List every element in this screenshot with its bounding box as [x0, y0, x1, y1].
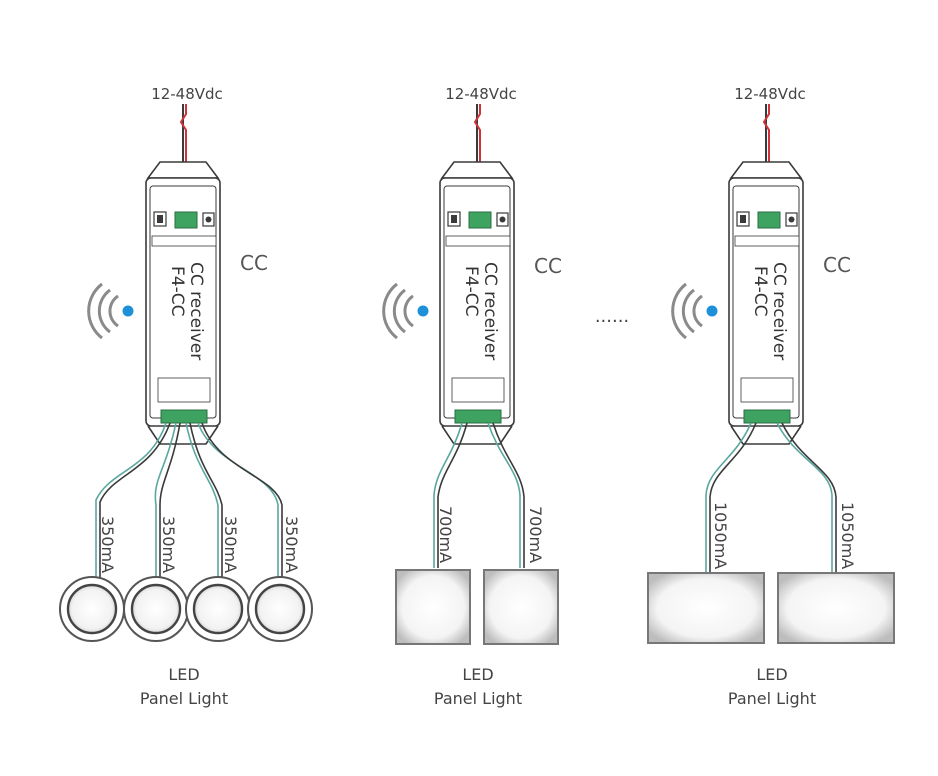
label-strip: [734, 235, 800, 247]
learn-button-cap: [788, 216, 795, 223]
output-wires: [95, 422, 283, 586]
mode-label: CC: [240, 251, 268, 275]
output-current-label: 1050mA: [838, 502, 857, 569]
output-current-label: 350mA: [159, 516, 178, 573]
power-terminal: [468, 211, 492, 229]
device-name: CC receiver: [480, 262, 500, 360]
label-strip: [151, 235, 217, 247]
device-name: CC receiver: [186, 262, 206, 360]
power-wire-red: [179, 104, 187, 206]
output-wires: [705, 422, 837, 572]
load-label-line1: LED: [756, 665, 787, 684]
output-current-label: 350mA: [282, 516, 301, 573]
output-terminal: [454, 409, 502, 424]
load-label-line2: Panel Light: [728, 689, 816, 708]
rectangular-panel: [777, 572, 895, 644]
rectangular-panel: [647, 572, 765, 644]
output-current-label: 350mA: [221, 516, 240, 573]
learn-button-cap: [205, 216, 212, 223]
output-terminal: [743, 409, 791, 424]
receiver-top-cap: [440, 161, 514, 179]
output-table: [740, 377, 794, 403]
power-wire-red: [762, 104, 770, 206]
supply-label: 12-48Vdc: [151, 85, 223, 103]
dip-switch-lever: [740, 215, 746, 223]
square-panel: [395, 569, 471, 645]
group-2: 12-48Vdc CC receiver F4-CC CC 700mA: [382, 85, 562, 708]
rf-signal-icon: [671, 282, 718, 340]
device-name: CC receiver: [769, 262, 789, 360]
round-downlight: [185, 576, 251, 642]
output-table: [451, 377, 505, 403]
output-current-label: 350mA: [98, 516, 117, 573]
power-wire-red: [473, 104, 481, 206]
group-separator: ......: [595, 306, 629, 327]
power-terminal: [174, 211, 198, 229]
round-downlight: [123, 576, 189, 642]
rf-signal-icon: [382, 282, 429, 340]
learn-button-cap: [499, 216, 506, 223]
device-model: F4-CC: [461, 266, 481, 316]
receiver-top-cap: [729, 161, 803, 179]
receiver-bottom-cap: [441, 425, 513, 445]
mode-label: CC: [823, 253, 851, 277]
label-strip: [445, 235, 511, 247]
rf-signal-icon: [87, 282, 134, 340]
receiver-bottom-cap: [147, 425, 219, 445]
receiver-bottom-cap: [730, 425, 802, 445]
output-current-label: 700mA: [436, 506, 455, 563]
output-current-label: 1050mA: [711, 502, 730, 569]
load-label-line1: LED: [168, 665, 199, 684]
group-1: 12-48Vdc CC receiver F4-CC CC: [59, 85, 313, 708]
mode-label: CC: [534, 254, 562, 278]
round-downlight: [59, 576, 125, 642]
dip-switch-lever: [451, 215, 457, 223]
device-model: F4-CC: [750, 266, 770, 316]
load-label-line2: Panel Light: [434, 689, 522, 708]
power-terminal: [757, 211, 781, 229]
round-downlight: [247, 576, 313, 642]
supply-label: 12-48Vdc: [445, 85, 517, 103]
load-label-line1: LED: [462, 665, 493, 684]
square-panel: [483, 569, 559, 645]
output-wires: [433, 422, 525, 568]
load-label-line2: Panel Light: [140, 689, 228, 708]
supply-label: 12-48Vdc: [734, 85, 806, 103]
output-table: [157, 377, 211, 403]
device-model: F4-CC: [167, 266, 187, 316]
group-3: 12-48Vdc CC receiver F4-CC CC 1050mA: [647, 85, 895, 708]
output-terminal: [160, 409, 208, 424]
dip-switch-lever: [157, 215, 163, 223]
receiver-top-cap: [146, 161, 220, 179]
output-current-label: 700mA: [526, 506, 545, 563]
